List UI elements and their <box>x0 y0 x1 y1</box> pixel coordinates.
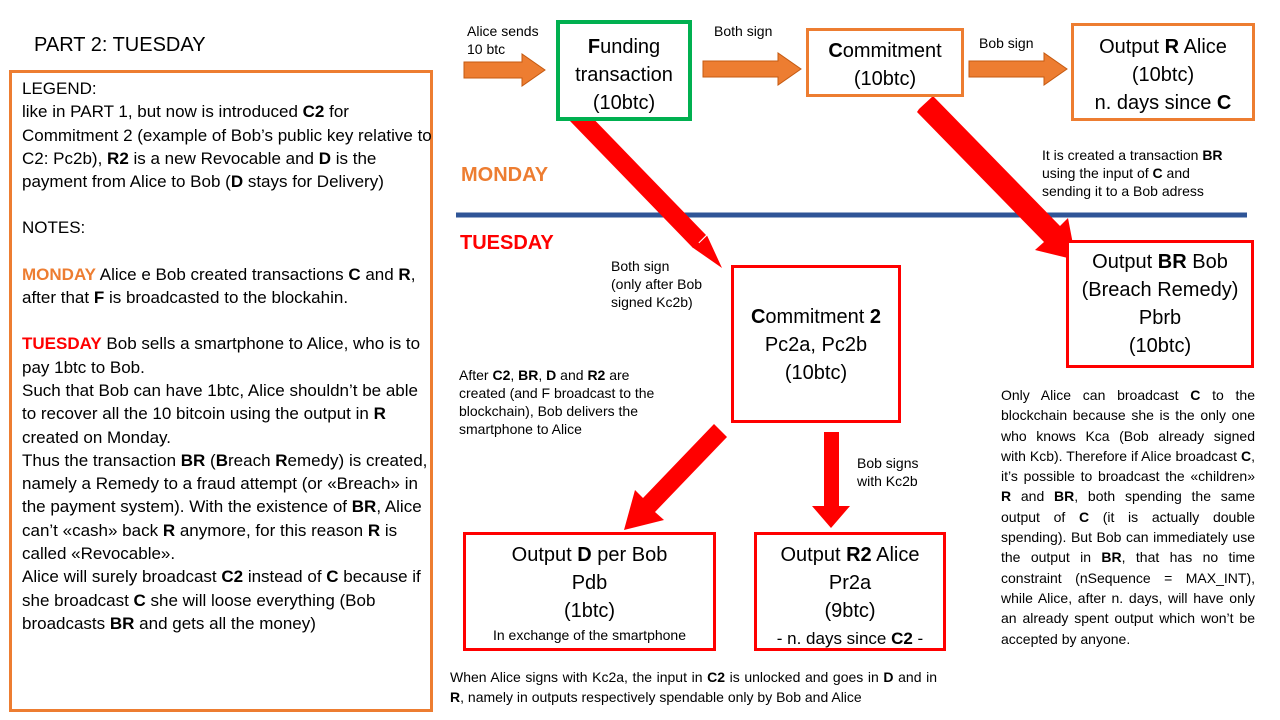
arrow-commitment-to-output-r <box>968 52 1068 86</box>
output-r-alice-box: Output R Alice (10btc) n. days since C <box>1071 23 1255 121</box>
arrow-commitment2-to-output-r2 <box>812 432 850 528</box>
note-after-creation: After C2, BR, D and R2 are created (and … <box>459 367 655 437</box>
tuesday-label: TUESDAY <box>460 232 554 254</box>
arrow-alice-to-funding <box>463 53 546 87</box>
output-d-bob-box: Output D per Bob Pdb (1btc) In exchange … <box>463 532 716 651</box>
arrow-commitment-to-output-br <box>917 96 1076 260</box>
legend-text: LEGEND: like in PART 1, but now is intro… <box>22 77 432 635</box>
page-title: PART 2: TUESDAY <box>34 34 206 56</box>
monday-label: MONDAY <box>461 164 549 186</box>
commitment-box: Commitment (10btc) <box>806 28 964 97</box>
tuesday-note-3: Thus the transaction BR (Breach Remedy) … <box>22 450 428 564</box>
funding-transaction-box: Funding transaction (10btc) <box>556 20 692 121</box>
label-bob-sign: Bob sign <box>979 35 1034 51</box>
output-br-bob-box: Output BR Bob (Breach Remedy) Pbrb (10bt… <box>1066 240 1254 368</box>
legend-heading: LEGEND: <box>22 79 97 98</box>
arrow-funding-to-commitment2-body <box>570 108 706 248</box>
output-r2-alice-box: Output R2 Alice Pr2a (9btc) - n. days si… <box>754 532 946 651</box>
commitment2-box: Commitment 2 Pc2a, Pc2b (10btc) <box>731 265 901 423</box>
tuesday-note: TUESDAY Bob sells a smartphone to Alice,… <box>22 334 421 377</box>
note-only-alice-broadcast: Only Alice can broadcast C to the blockc… <box>1001 387 1255 647</box>
arrow-commitment2-to-output-d <box>624 424 727 530</box>
monday-note: MONDAY Alice e Bob created transactions … <box>22 264 416 308</box>
label-both-sign: Both sign <box>714 23 773 39</box>
note-br-creation: It is created a transaction BR using the… <box>1042 147 1223 199</box>
note-alice-signs-kc2a: When Alice signs with Kc2a, the input in… <box>450 669 937 705</box>
notes-heading: NOTES: <box>22 218 86 238</box>
legend-panel <box>9 70 433 712</box>
tuesday-note-4: Alice will surely broadcast C2 instead o… <box>22 567 421 633</box>
legend-description: like in PART 1, but now is introduced C2… <box>22 102 432 192</box>
arrow-funding-to-commitment <box>702 52 802 86</box>
tuesday-note-2: Such that Bob can have 1btc, Alice shoul… <box>22 380 418 447</box>
